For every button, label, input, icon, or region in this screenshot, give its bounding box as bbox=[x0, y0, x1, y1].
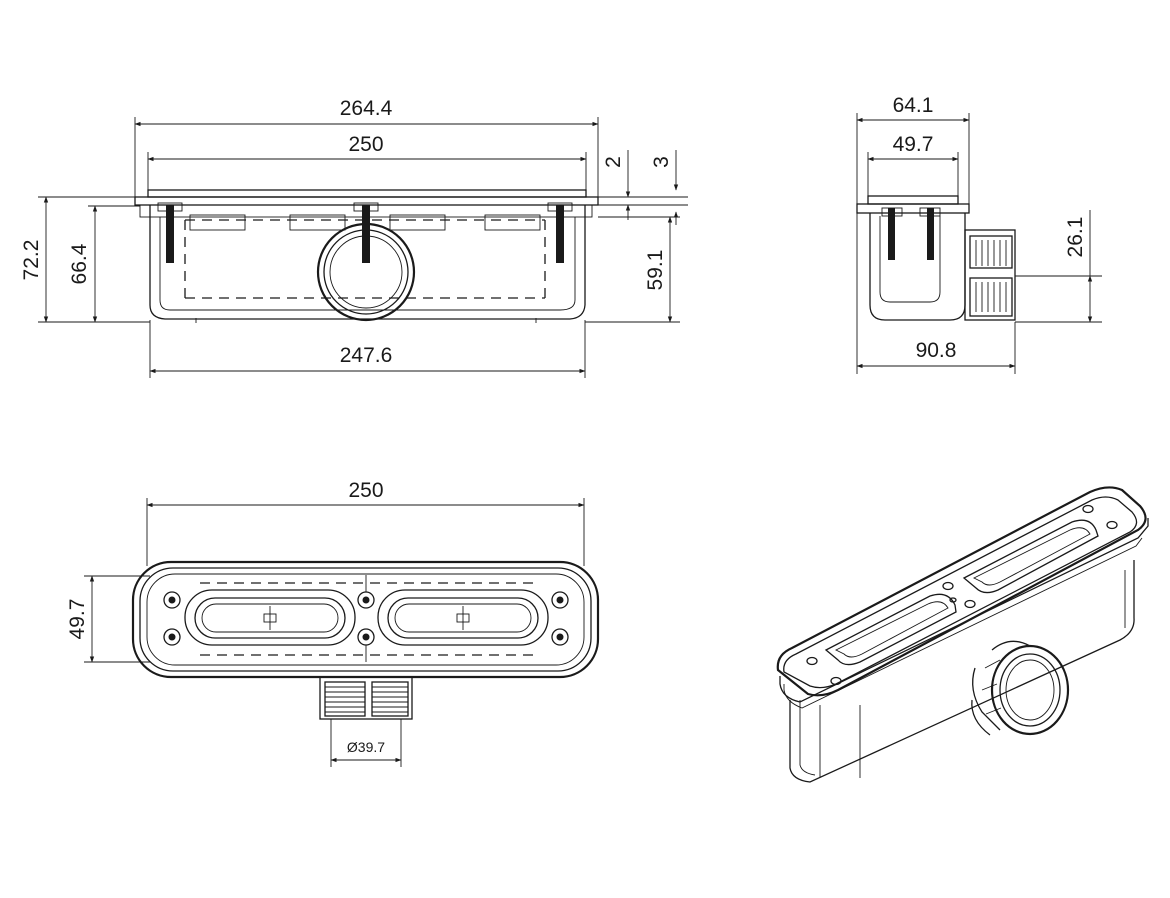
dim-side-outlet-center: 26.1 bbox=[1015, 210, 1102, 323]
dim-base-width-label: 247.6 bbox=[340, 344, 393, 367]
front-view-body bbox=[134, 189, 599, 323]
dim-flange-top-label: 2 bbox=[602, 156, 625, 168]
isometric-screws bbox=[806, 504, 1118, 686]
dim-base-width: 247.6 bbox=[149, 320, 586, 378]
dim-grate-width-label: 250 bbox=[348, 133, 383, 156]
side-view-thread bbox=[975, 240, 1007, 312]
dim-overall-width: 264.4 bbox=[134, 97, 599, 197]
side-view: 64.1 49.7 26.1 90.8 bbox=[856, 94, 1102, 374]
front-view: 264.4 250 247.6 72.2 66.4 bbox=[20, 97, 688, 378]
isometric-outlet bbox=[971, 640, 1070, 736]
dim-side-grate-width-label: 49.7 bbox=[893, 133, 934, 156]
dim-top-length-label: 250 bbox=[348, 479, 383, 502]
dim-flange-thickness-label: 3 bbox=[650, 156, 673, 168]
dim-top-width-label: 49.7 bbox=[66, 599, 89, 640]
dim-flange: 2 3 bbox=[598, 150, 688, 225]
dim-grate-width: 250 bbox=[147, 133, 587, 190]
dim-side-top-width: 64.1 bbox=[856, 94, 970, 204]
top-view-thread bbox=[325, 686, 408, 713]
dim-total-height: 72.2 bbox=[20, 196, 150, 323]
dim-outlet-height-label: 59.1 bbox=[644, 250, 667, 291]
dim-body-height: 66.4 bbox=[68, 205, 140, 323]
top-view-screws bbox=[163, 591, 569, 646]
top-view-body bbox=[131, 560, 600, 720]
dim-outlet-height: 59.1 bbox=[585, 216, 680, 323]
dim-total-height-label: 72.2 bbox=[20, 240, 43, 281]
dim-top-width: 49.7 bbox=[66, 575, 150, 663]
dim-side-top-width-label: 64.1 bbox=[893, 94, 934, 117]
isometric-view bbox=[776, 486, 1149, 783]
side-view-body bbox=[856, 195, 1016, 321]
dim-outlet-diameter-label: Ø39.7 bbox=[347, 739, 385, 755]
dim-side-grate-width: 49.7 bbox=[867, 133, 959, 196]
dim-body-height-label: 66.4 bbox=[68, 243, 91, 284]
dim-side-depth: 90.8 bbox=[856, 213, 1016, 374]
dim-outlet-diameter: Ø39.7 bbox=[330, 719, 402, 767]
dim-overall-width-label: 264.4 bbox=[340, 97, 393, 120]
top-view: 250 49.7 Ø39.7 bbox=[66, 479, 600, 767]
dim-side-outlet-center-label: 26.1 bbox=[1064, 217, 1087, 258]
dim-top-length: 250 bbox=[146, 479, 585, 566]
dim-side-depth-label: 90.8 bbox=[916, 339, 957, 362]
